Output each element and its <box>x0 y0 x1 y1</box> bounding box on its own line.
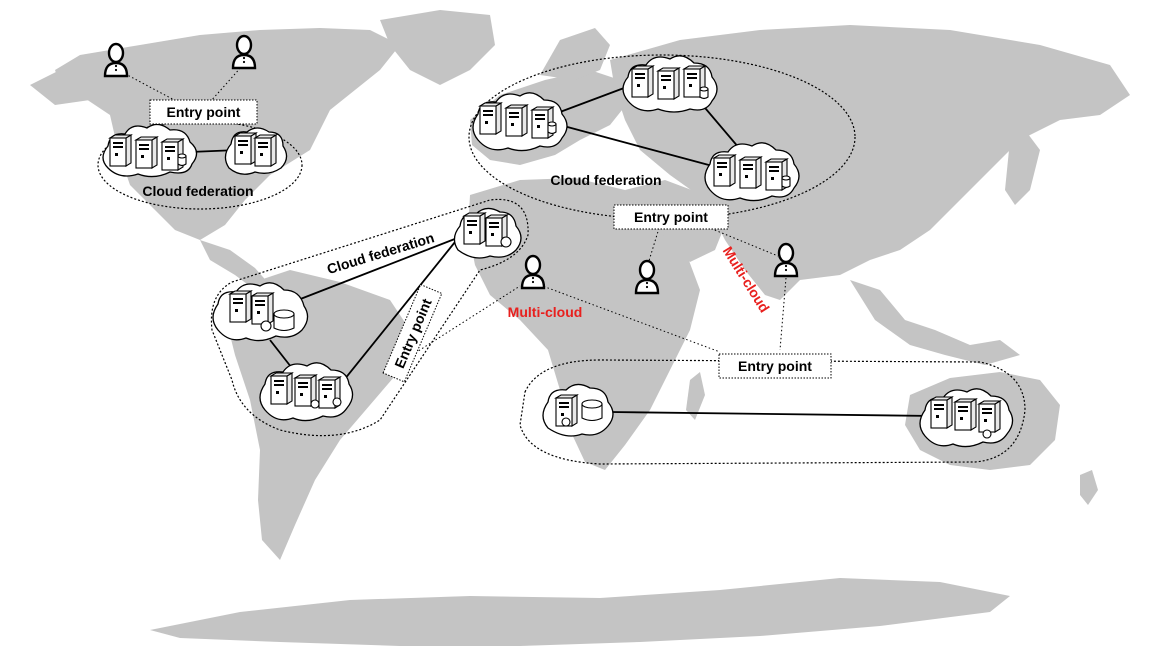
server-icon <box>631 65 654 98</box>
cloud-eu-3 <box>704 142 800 202</box>
cloud-sa-3 <box>259 362 354 422</box>
database-icon <box>581 399 603 422</box>
madagascar <box>686 372 705 420</box>
cloud-na-2 <box>224 127 288 175</box>
cloud-eu-2 <box>622 55 718 113</box>
cloud-federation-label: Cloud federation <box>142 183 253 199</box>
dotted-links <box>117 64 787 356</box>
database-icon <box>260 320 272 332</box>
server-icon <box>254 134 277 167</box>
server-icon <box>251 292 274 325</box>
database-icon <box>273 309 295 332</box>
scandinavia <box>540 28 610 80</box>
entry-point-label: Entry point <box>634 209 708 225</box>
globe-icon <box>982 429 992 439</box>
server-icon <box>270 372 293 405</box>
cloud-sa-2 <box>212 282 309 342</box>
japan <box>1005 130 1040 205</box>
database-icon <box>699 86 709 100</box>
server-icon <box>505 104 528 137</box>
new-zealand <box>1080 470 1098 505</box>
sa-federation-outline <box>210 198 529 437</box>
server-icon <box>109 134 132 167</box>
alaska <box>30 65 100 105</box>
cloud-federation-label: Cloud federation <box>550 172 661 188</box>
server-icon <box>739 156 762 189</box>
entry-point-label: Entry point <box>167 104 241 120</box>
south-multicloud-outline <box>519 359 1026 465</box>
globe-icon <box>561 417 571 427</box>
north-america <box>55 28 400 240</box>
server-icon <box>930 396 953 429</box>
entry-point-label: Entry point <box>738 358 812 374</box>
antarctica <box>150 578 1010 646</box>
cloud-na-1 <box>102 123 198 178</box>
cloud-africa-south <box>542 383 614 437</box>
database-icon <box>310 399 320 409</box>
africa <box>468 178 700 470</box>
asia <box>610 25 1130 300</box>
server-icon <box>463 212 486 245</box>
southeast-asia <box>850 280 1020 365</box>
database-icon <box>781 175 791 189</box>
cloud-sa-1 <box>453 207 522 259</box>
server-icon <box>479 102 502 135</box>
database-icon <box>177 153 187 167</box>
server-icon <box>657 67 680 100</box>
server-icon <box>954 398 977 431</box>
central-america <box>200 240 270 290</box>
server-icon <box>229 290 252 323</box>
server-icon <box>135 136 158 169</box>
server-icon <box>234 132 257 165</box>
server-icon <box>978 400 1001 433</box>
multi-cloud-label: Multi-cloud <box>508 304 583 320</box>
server-icon <box>713 154 736 187</box>
database-icon <box>500 236 512 248</box>
cloud-eu-1 <box>472 92 568 152</box>
cloud-australia <box>919 388 1014 448</box>
globe-icon <box>332 397 342 407</box>
database-icon <box>547 121 557 135</box>
greenland <box>380 10 495 85</box>
